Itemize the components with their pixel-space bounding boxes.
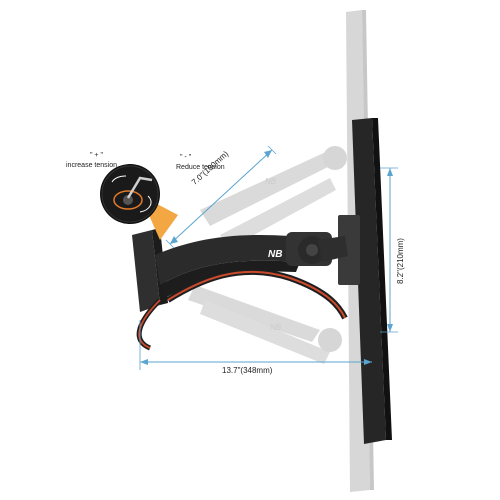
dimension-vertical-travel <box>380 167 398 333</box>
svg-text:NB: NB <box>265 177 277 186</box>
allen-key-icon <box>126 176 153 199</box>
ghost-arm-lower: NB <box>188 285 342 364</box>
tv-back-panel <box>352 118 386 444</box>
plus-symbol-label: " + " <box>90 152 103 159</box>
dimension-wall-extension <box>139 320 372 370</box>
vesa-plate <box>338 215 360 285</box>
increase-tension-label: increase tension <box>66 162 117 169</box>
wall-extension-label: 13.7"(348mm) <box>222 366 273 375</box>
vertical-travel-label: 8.2"(210mm) <box>396 238 405 284</box>
reduce-tension-label: Reduce tension <box>176 164 225 171</box>
minus-symbol-label: " - " <box>180 154 192 161</box>
rotate-cw-icon <box>111 175 127 183</box>
dimension-arm-length <box>165 145 277 249</box>
svg-text:NB: NB <box>270 323 282 332</box>
tv-front-bezel <box>372 118 392 440</box>
rotate-ccw-icon <box>139 195 152 213</box>
brand-logo: NB <box>268 249 282 260</box>
ghost-arm-upper: NB <box>200 146 347 248</box>
